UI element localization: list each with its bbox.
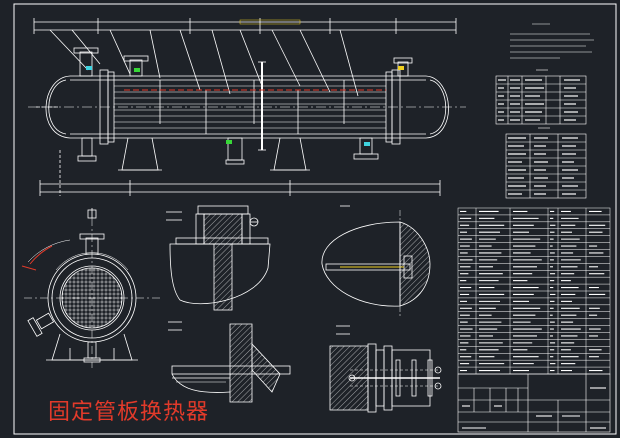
title-block (457, 373, 611, 433)
design-data-text (508, 137, 578, 195)
drawing-title: 固定管板换热器 (48, 400, 210, 425)
section-I-I (166, 205, 271, 311)
nozzle-table-text (498, 79, 580, 121)
parts-list-text (460, 210, 606, 372)
section-II-II (321, 205, 431, 318)
technical-notes (510, 23, 594, 59)
end-view-accents (21, 245, 53, 271)
parts-list-rows (458, 214, 610, 368)
title-block-text (462, 387, 606, 429)
design-data-table (505, 127, 587, 199)
nozzle-highlights (86, 66, 404, 146)
main-elevation-view (33, 18, 457, 196)
section-IV (329, 325, 442, 413)
drawing-border (13, 3, 617, 435)
nozzle-table (495, 69, 587, 125)
end-view-section (24, 208, 160, 368)
tube-bundle (114, 85, 386, 129)
section-III (168, 321, 291, 403)
